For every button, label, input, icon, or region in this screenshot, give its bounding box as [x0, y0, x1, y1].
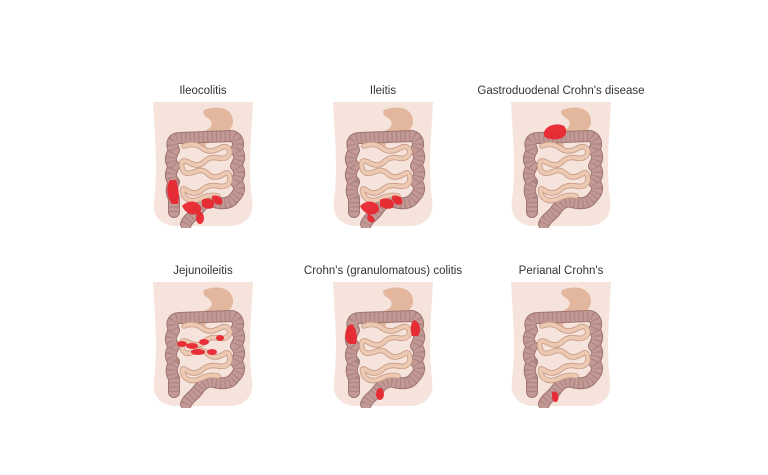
inflamed-region — [410, 320, 421, 336]
panel-title: Ileitis — [369, 85, 397, 97]
panel-gastroduodenal: Gastroduodenal Crohn's disease — [461, 82, 661, 228]
abdomen-diagram — [153, 282, 253, 408]
inflamed-region — [392, 195, 403, 205]
small-intestine — [359, 142, 412, 203]
inflamed-region — [345, 324, 357, 344]
inflamed-region — [199, 339, 209, 345]
inflamed-region — [207, 349, 217, 355]
colon-haustra — [165, 310, 245, 407]
inflamed-region — [191, 349, 205, 355]
inflamed-region — [367, 214, 375, 223]
inflamed-region — [182, 201, 202, 215]
inflamed-regions — [345, 320, 421, 400]
inflamed-regions — [177, 335, 224, 355]
inflamed-region — [202, 198, 214, 209]
small-intestine — [359, 322, 412, 383]
inflamed-regions — [167, 180, 223, 224]
colon-haustra — [165, 130, 245, 227]
panel-title: Crohn's (granulomatous) colitis — [303, 265, 463, 277]
inflamed-regions — [552, 391, 559, 403]
colon-haustra — [345, 310, 425, 407]
panel-title: Perianal Crohn's — [518, 265, 604, 277]
colon-haustra — [345, 130, 425, 227]
inflamed-region — [360, 201, 380, 215]
abdomen-diagram — [153, 102, 253, 228]
panel-colitis: Crohn's (granulomatous) colitis — [283, 262, 483, 408]
inflamed-region — [212, 195, 223, 205]
inflamed-region — [544, 124, 567, 140]
abdomen-diagram — [511, 102, 611, 228]
inflamed-region — [216, 335, 224, 341]
small-intestine — [537, 142, 590, 203]
inflamed-region — [552, 391, 559, 403]
inflamed-region — [186, 343, 198, 349]
small-intestine — [179, 142, 232, 203]
inflamed-regions — [360, 195, 403, 223]
colon-haustra — [523, 130, 603, 227]
inflamed-region — [380, 198, 394, 209]
panel-title: Ileocolitis — [179, 85, 227, 97]
panel-ileocolitis: Ileocolitis — [103, 82, 303, 228]
colon-haustra — [523, 310, 603, 407]
inflamed-region — [167, 180, 179, 204]
panel-title: Gastroduodenal Crohn's disease — [477, 85, 645, 97]
abdomen-diagram — [511, 282, 611, 408]
panel-jejunoileitis: Jejunoileitis — [103, 262, 303, 408]
panel-perianal: Perianal Crohn's — [461, 262, 661, 408]
abdomen-diagram — [333, 282, 433, 408]
inflamed-region — [376, 388, 384, 400]
panel-title: Jejunoileitis — [173, 265, 233, 277]
inflamed-regions — [544, 124, 567, 140]
abdomen-diagram — [333, 102, 433, 228]
panel-ileitis: Ileitis — [283, 82, 483, 228]
small-intestine — [537, 322, 590, 383]
inflamed-region — [177, 341, 187, 347]
inflamed-region — [196, 212, 204, 224]
